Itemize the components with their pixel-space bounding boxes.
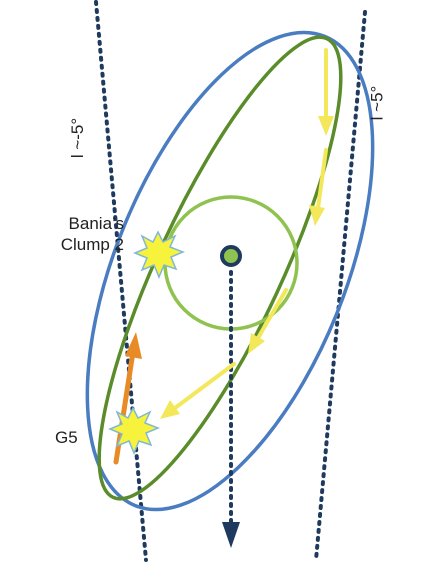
bania-clump-label-line1: Bania’s	[68, 214, 124, 233]
flow-arrow-3	[256, 288, 288, 340]
flow-arrow-4	[173, 362, 236, 410]
flow-arrows	[160, 48, 334, 419]
flow-arrow-3-head	[248, 333, 265, 354]
longitude-label-left: l ~-5°	[68, 117, 88, 159]
bania-clump-star	[133, 230, 186, 279]
bania-clump-label: Bania’s Clump 2	[24, 213, 124, 255]
center-marker	[220, 245, 242, 267]
longitude-line-left	[94, 0, 148, 562]
inner-orbit	[97, 35, 343, 501]
g5-star	[108, 406, 161, 455]
bania-clump-label-line2: Clump 2	[60, 235, 124, 254]
line-of-sight-arrowhead	[222, 522, 240, 548]
g5-label: G5	[55, 428, 78, 447]
orange-arrow-head	[125, 332, 142, 359]
flow-arrow-2-head	[309, 205, 325, 226]
flow-arrow-4-head	[160, 400, 180, 419]
longitude-label-right: l ~5°	[367, 85, 387, 121]
longitude-line-right	[314, 10, 367, 562]
flow-arrow-2	[316, 148, 328, 210]
flow-arrow-1-head	[318, 116, 334, 136]
